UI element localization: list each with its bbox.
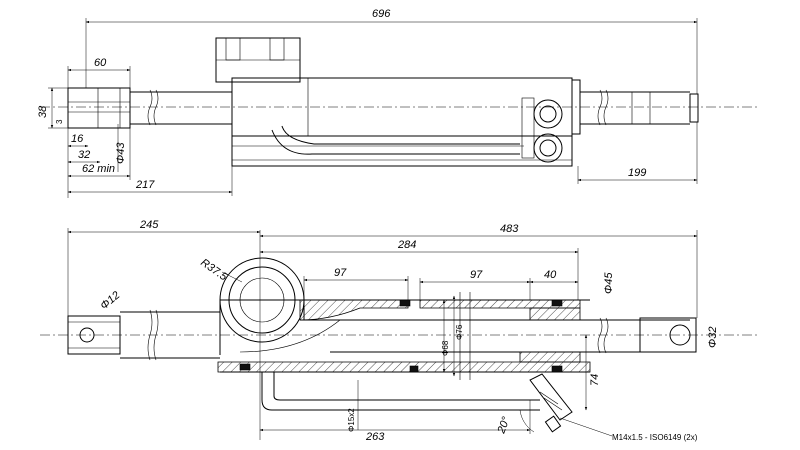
- right-rod: [580, 89, 699, 126]
- dim-bore-right: 97: [470, 269, 483, 281]
- cylinder-body: [215, 37, 581, 167]
- dim-hole-diameter: Φ12: [98, 289, 122, 312]
- dim-body-length: 284: [397, 239, 416, 251]
- dim-overall-length: 696: [372, 8, 391, 20]
- dim-slot-width: 3: [55, 119, 64, 124]
- left-clevis: [67, 315, 121, 355]
- dim-body-offset: 217: [135, 179, 155, 191]
- dim-pin-length: 32: [78, 149, 90, 161]
- section-dimensions: 245 483 284 R37.5 97 97 40 Φ45 Φ12 Φ68: [67, 219, 719, 443]
- dim-pin-diameter: Φ32: [707, 327, 719, 348]
- dim-outer-diameter: Φ76: [455, 324, 464, 340]
- dim-total-length: 483: [500, 223, 519, 235]
- cylinder-tube: [217, 292, 690, 380]
- port-note: M14x1.5 - ISO6149 (2x): [612, 433, 698, 442]
- dim-tube-spec: Φ15x2: [347, 408, 356, 432]
- dim-rod-end-length: 60: [94, 57, 107, 69]
- dim-height-offset: 74: [589, 374, 601, 386]
- dim-bore-left: 97: [334, 267, 347, 279]
- dim-right-end: 199: [628, 167, 646, 179]
- top-dimensions: 696 60 38 3 16 32 Φ43 62 min 217: [37, 8, 698, 198]
- dim-right-diameter: Φ45: [603, 272, 615, 294]
- dim-tube-length: 263: [365, 431, 385, 443]
- dim-min-length: 62 min: [82, 163, 115, 175]
- dim-inner-diameter: Φ68: [441, 340, 450, 356]
- trunnion-eye: [219, 257, 305, 355]
- dim-rod-diameter: Φ43: [115, 142, 127, 164]
- dim-angle: 20°: [495, 415, 513, 436]
- external-pipe: [261, 372, 573, 433]
- left-rod-end: [67, 87, 131, 129]
- dim-left-length: 245: [139, 219, 159, 231]
- dim-seal-length: 40: [544, 269, 557, 281]
- section-view: 245 483 284 R37.5 97 97 40 Φ45 Φ12 Φ68: [40, 219, 760, 443]
- dim-rod-end-height: 38: [37, 105, 49, 118]
- top-view: 696 60 38 3 16 32 Φ43 62 min 217: [37, 8, 760, 198]
- left-rod-section: [120, 309, 220, 361]
- left-rod: [130, 89, 232, 126]
- right-rod-section: [597, 317, 697, 354]
- dim-pin-offset: 16: [71, 133, 84, 145]
